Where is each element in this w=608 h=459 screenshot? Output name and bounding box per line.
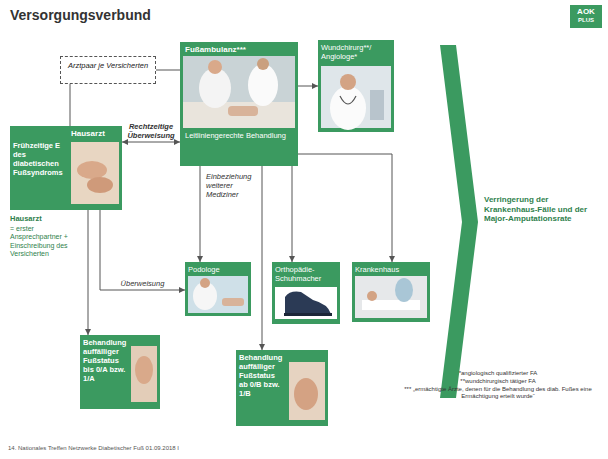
edge-label: Überweisung <box>121 279 165 288</box>
box-title: Behandlung auffälliger Fußstatus bis 0/A… <box>83 338 129 383</box>
footnote: *angiologisch qualifizierter FA <box>392 370 604 377</box>
slide-title: Versorgungsverbund <box>10 7 151 24</box>
box-title: Behandlung auffälliger Fußstatus ab 0/B … <box>239 353 285 398</box>
photo <box>71 142 119 204</box>
footnote: **wundchirurgisch tätiger FA <box>392 378 604 385</box>
connector <box>100 210 185 290</box>
connector <box>298 86 318 87</box>
box-text: Frühzeitige E des diabetischen Fußsyndro… <box>13 141 67 177</box>
box-title: Orthopädie-Schuhmacher <box>275 265 337 283</box>
logo-text: AOK <box>570 7 602 17</box>
footnote: 14. Nationales Treffen Netzwerke Diabeti… <box>8 445 308 452</box>
photo <box>289 362 325 420</box>
annotation: Einbeziehung weiterer Mediziner <box>206 172 258 199</box>
connector <box>88 210 89 335</box>
footnote: *** „ermächtigte Ärzte, denen für die Be… <box>392 386 604 400</box>
logo-mark <box>570 5 602 28</box>
box-title: Arztpaar je Versicherten <box>65 61 151 70</box>
photo <box>321 66 391 130</box>
annotation: Verringerung der Krankenhaus-Fälle und d… <box>484 195 600 224</box>
result-arrow <box>440 45 478 398</box>
edge-label: Rechtzeitige Überweisung <box>123 122 179 140</box>
connector <box>70 84 71 126</box>
connector <box>122 142 180 143</box>
annotation: Hausarzt <box>10 214 82 223</box>
connector <box>156 70 180 71</box>
note-box: Arztpaar je Versicherten <box>60 56 156 84</box>
connector <box>292 166 293 262</box>
photo <box>183 56 295 128</box>
logo-text: PLUS <box>570 17 602 24</box>
box-text: Leitliniengerechte Behandlung <box>185 131 295 140</box>
box-title: Krankenhaus <box>355 265 427 274</box>
connector <box>200 166 201 262</box>
box-title: Hausarzt <box>71 129 119 139</box>
box-title: Podologe <box>188 265 248 274</box>
photo <box>355 276 427 318</box>
photo <box>188 276 248 313</box>
connector <box>262 166 263 350</box>
annotation: = erster Ansprechpartner + Einschreibung… <box>10 225 82 259</box>
box-title: Wundchirurg**/ Angiologe* <box>321 43 391 61</box>
shoe-picture <box>275 287 337 319</box>
photo <box>131 346 157 402</box>
box-title: Fußambulanz*** <box>185 45 295 55</box>
connector <box>298 154 392 262</box>
